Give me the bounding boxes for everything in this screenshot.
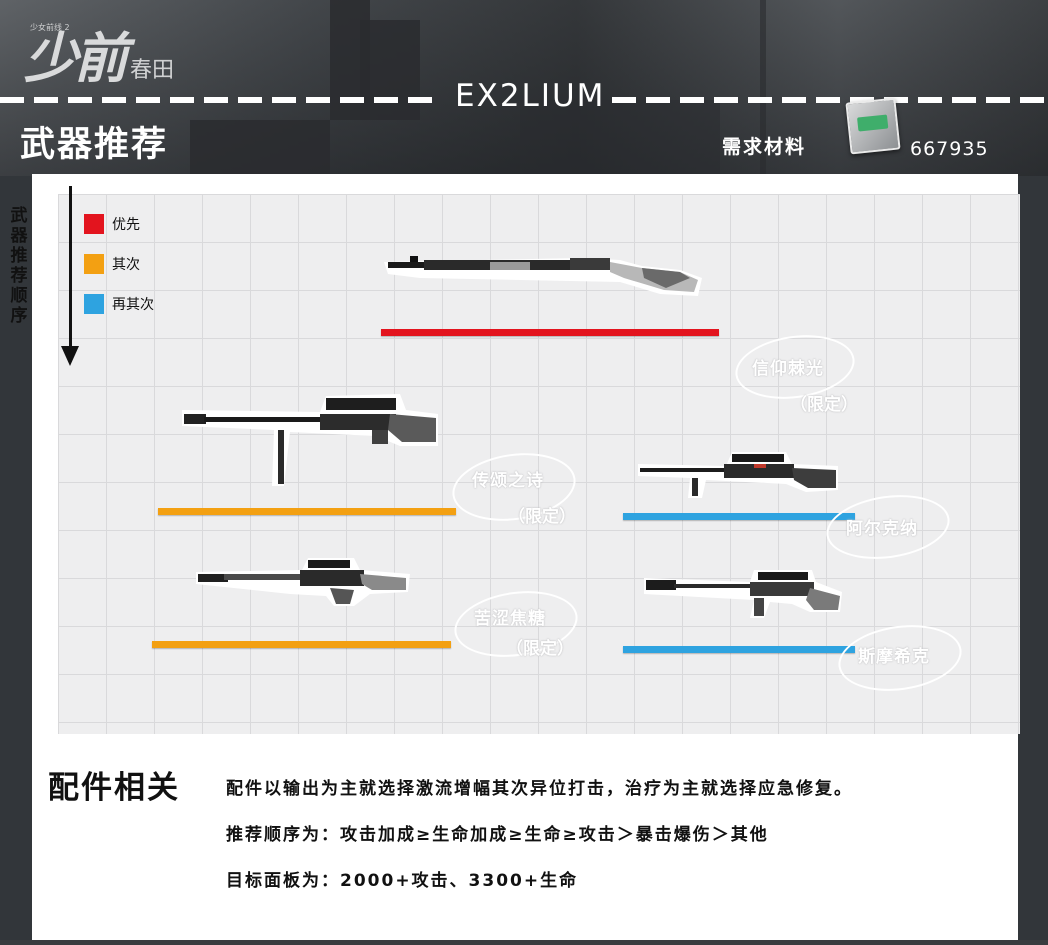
logo-tiny-text: 少女前线 2: [30, 23, 70, 32]
weapon-limited-tag: （限定）: [508, 507, 576, 527]
recommend-order-label: 武器推荐顺序: [10, 206, 28, 326]
materials-label: 需求材料: [722, 136, 807, 158]
weapon-name: 斯摩希克: [858, 647, 930, 667]
weapon-name: 传颂之诗: [472, 471, 544, 491]
bottom-strip: [0, 940, 1048, 945]
weapon-parts-crate-icon: [845, 97, 901, 155]
weapon-image-rifle-4: [194, 556, 414, 610]
attachments-line-1: 配件以输出为主就选择激流增幅其次异位打击，治疗为主就选择应急修复。: [226, 779, 853, 799]
legend-swatch-orange: [84, 254, 104, 274]
weapon-image-rifle-1: [380, 248, 710, 304]
legend-swatch-blue: [84, 294, 104, 314]
legend-label: 优先: [112, 217, 140, 233]
weapon-image-rifle-3: [636, 450, 842, 500]
content-panel: [32, 174, 1020, 945]
legend-label: 再其次: [112, 297, 154, 313]
game-title: EX2LIUM: [455, 78, 606, 114]
weapon-image-rifle-2: [180, 390, 442, 490]
attachments-line-2: 推荐顺序为：攻击加成≥生命加成≥生命≥攻击＞暴击爆伤＞其他: [226, 825, 769, 845]
materials-count: 667935: [910, 138, 989, 160]
tier-bar-weapon-2: [158, 508, 456, 515]
tier-bar-weapon-5: [623, 646, 855, 653]
weapon-grid-area: [58, 194, 1020, 734]
arrow-head-icon: [61, 346, 79, 366]
legend-label: 其次: [112, 257, 140, 273]
weapon-limited-tag: （限定）: [790, 395, 858, 415]
weapon-limited-tag: （限定）: [506, 639, 574, 659]
tier-bar-weapon-1: [381, 329, 719, 336]
side-background-left: [0, 176, 32, 945]
weapon-name: 苦涩焦糖: [474, 609, 546, 629]
weapon-name: 信仰棘光: [752, 359, 824, 379]
logo-mark: 少前: [24, 27, 128, 90]
tier-bar-weapon-3: [623, 513, 855, 520]
legend-item-priority: 优先: [84, 214, 140, 234]
game-logo: 少前 春田: [24, 18, 174, 88]
attachments-line-3: 目标面板为：2000+攻击、3300+生命: [226, 871, 579, 891]
legend-item-secondary: 其次: [84, 254, 140, 274]
tier-bar-weapon-4: [152, 641, 451, 648]
legend-swatch-red: [84, 214, 104, 234]
page-title: 武器推荐: [20, 125, 169, 165]
header-dash-right: [612, 97, 1048, 103]
attachments-title: 配件相关: [48, 770, 180, 806]
legend-item-tertiary: 再其次: [84, 294, 154, 314]
weapon-name: 阿尔克纳: [846, 519, 918, 539]
header-background: [0, 0, 1048, 176]
side-background-right: [1016, 176, 1048, 945]
header-dash-left: [0, 97, 438, 103]
weapon-image-rifle-5: [642, 568, 846, 620]
logo-character-name: 春田: [130, 58, 175, 83]
arrow-down-icon: [69, 186, 72, 350]
